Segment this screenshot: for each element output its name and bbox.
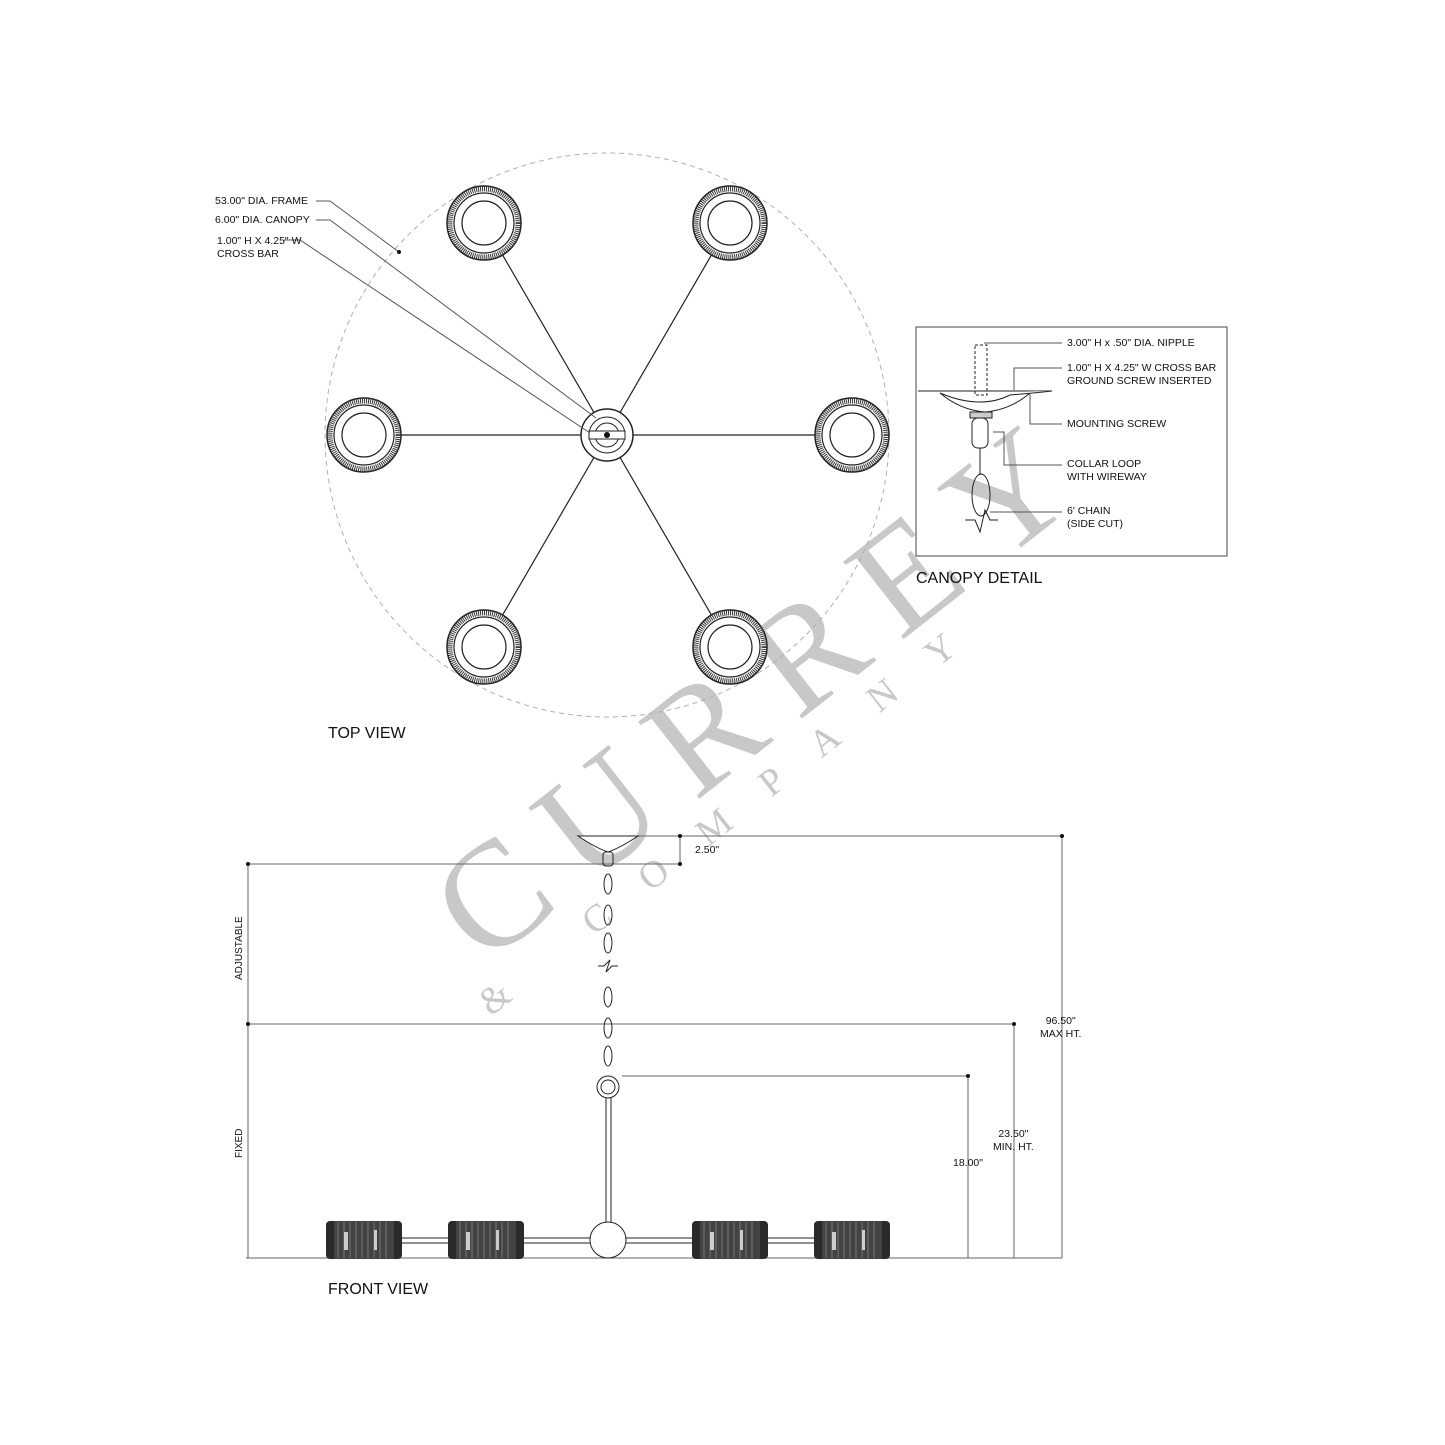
dim-max-height: 96.50" MAX HT. [1040,1015,1082,1040]
label-adjustable: ADJUSTABLE [234,916,245,980]
callout-nipple: 3.00" H x .50" DIA. NIPPLE [1067,337,1195,349]
callout-collar-loop: COLLAR LOOP WITH WIREWAY [1067,458,1147,483]
callout-mounting-screw: MOUNTING SCREW [1067,418,1167,430]
dim-min-height: 23.50" MIN. HT. [993,1128,1034,1153]
callout-chain: 6' CHAIN (SIDE CUT) [1067,505,1123,530]
callout-cross-bar-ground-screw: 1.00" H X 4.25" W CROSS BAR GROUND SCREW… [1067,362,1217,387]
callout-canopy-diameter: 6.00" DIA. CANOPY [215,214,310,226]
canopy-detail-title: CANOPY DETAIL [916,570,1043,587]
front-view-title: FRONT VIEW [328,1281,429,1298]
label-fixed: FIXED [234,1128,245,1158]
callout-frame-diameter: 53.00" DIA. FRAME [215,195,309,207]
dim-canopy-height: 2.50" [695,844,720,856]
top-view-title: TOP VIEW [328,725,406,742]
callout-cross-bar: 1.00" H X 4.25" W CROSS BAR [217,235,302,260]
dim-fixed-height: 18.00" [953,1157,984,1169]
